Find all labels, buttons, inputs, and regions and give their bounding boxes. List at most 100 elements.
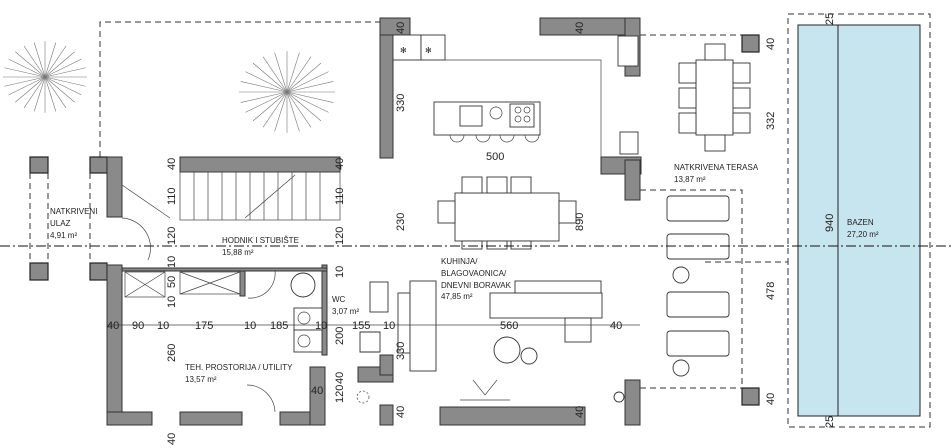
- dimension-label: 175: [195, 320, 213, 332]
- dimension-label: 10: [315, 320, 327, 332]
- dimension-label: 478: [765, 282, 777, 300]
- room-area: 27,20 m²: [847, 230, 879, 239]
- dimension-label: 40: [765, 38, 777, 50]
- dimension-label: 120: [166, 227, 178, 245]
- dimension-label: 40: [574, 406, 586, 418]
- dimension-label: 155: [352, 320, 370, 332]
- tree-branch: [262, 91, 288, 128]
- tree-branch: [286, 62, 322, 93]
- tree-branch: [252, 91, 288, 122]
- tree-branch: [23, 76, 46, 109]
- dimension-label: 40: [574, 22, 586, 34]
- dimensions-vertical: 40 110 120 10 50 10 260 40 40 110 120 10…: [166, 13, 836, 445]
- dimension-label: 120: [334, 227, 346, 245]
- dimension-label: 330: [395, 94, 407, 112]
- room-name: BAZEN: [847, 218, 874, 227]
- room-name: HODNIK I STUBIŠTE: [222, 236, 299, 245]
- dimension-label: 25: [824, 13, 836, 25]
- tree-branch: [8, 58, 46, 78]
- dimension-label: 10: [383, 320, 395, 332]
- room-area: 13,87 m²: [674, 175, 706, 184]
- dimension-label: 200: [334, 327, 346, 345]
- tree-branch: [4, 76, 46, 87]
- tree-branch: [240, 81, 288, 93]
- tree-branch: [286, 81, 334, 93]
- dimension-label: 90: [132, 320, 144, 332]
- tree-branch: [286, 91, 322, 122]
- dimensions-horizontal: 40 90 10 175 10 185 10 155 10 560 40 500…: [107, 151, 622, 397]
- tree-branch: [286, 52, 300, 93]
- room-name: ULAZ: [50, 219, 71, 228]
- room-name: WC: [332, 295, 346, 304]
- dimension-label: 940: [824, 214, 836, 232]
- tree-branch: [44, 42, 57, 78]
- tree-branch: [33, 42, 46, 78]
- tree-branch: [286, 56, 312, 93]
- sofas: [397, 280, 625, 403]
- room-name: NATKRIVENA TERASA: [674, 163, 759, 172]
- dimension-label: 40: [610, 320, 622, 332]
- room-name: DNEVNI BORAVAK: [441, 281, 512, 290]
- dimension-label: 50: [166, 276, 178, 288]
- dimension-label: 40: [107, 320, 119, 332]
- room-name: NATKRIVENI: [50, 207, 97, 216]
- dimension-label: 560: [500, 320, 518, 332]
- tree-branch: [15, 51, 46, 78]
- tree-branch: [44, 76, 67, 109]
- stairs: [121, 171, 341, 221]
- dimension-label: 10: [166, 256, 178, 268]
- tree-branch: [44, 58, 82, 78]
- tree-branch: [286, 91, 300, 132]
- tree-branch: [245, 91, 288, 113]
- tree-branch: [286, 71, 329, 93]
- dimension-label: 40: [166, 433, 178, 445]
- tree-branch: [33, 76, 46, 112]
- room-area: 3,07 m²: [332, 307, 359, 316]
- tree-branch: [44, 45, 67, 78]
- shafts: [124, 271, 241, 298]
- room-area: 15,88 m²: [222, 248, 254, 257]
- dimension-label: 10: [244, 320, 256, 332]
- dimension-label: 332: [765, 112, 777, 130]
- tree-branch: [240, 91, 288, 103]
- dimension-label: 40: [311, 385, 323, 397]
- room-name: TEH. PROSTORIJA / UTILITY: [185, 363, 293, 372]
- svg-text:✻: ✻: [400, 46, 407, 55]
- dimension-label: 185: [270, 320, 288, 332]
- tree-branch: [274, 52, 288, 93]
- tree-branch: [274, 91, 288, 132]
- dimension-label: 10: [334, 266, 346, 278]
- tree-branch: [44, 51, 75, 78]
- room-area: 47,85 m²: [441, 292, 473, 301]
- tree-branch: [8, 76, 46, 96]
- tree-branch: [23, 45, 46, 78]
- tree-icon: [3, 41, 87, 113]
- tree-branch: [44, 76, 75, 103]
- dimension-label: 110: [334, 187, 346, 205]
- dimension-label: 330: [395, 342, 407, 360]
- dimension-label: 40: [334, 158, 346, 170]
- doors: [121, 217, 276, 413]
- dimension-label: 25: [824, 416, 836, 428]
- tree-branch: [262, 56, 288, 93]
- dimension-label: 40: [395, 406, 407, 418]
- dimension-label: 890: [574, 213, 586, 231]
- dimension-label: 10: [157, 320, 169, 332]
- room-name: KUHINJA/: [441, 257, 478, 266]
- dimension-label: 40: [765, 393, 777, 405]
- pillars: [29, 34, 760, 406]
- terrace-furniture: [666, 43, 751, 377]
- kitchen: ✻✻: [392, 34, 639, 157]
- dimension-label: 40: [395, 22, 407, 34]
- dimension-label: 40: [166, 158, 178, 170]
- room-name: BLAGOVAONICA/: [441, 269, 507, 278]
- dining-table: [437, 176, 577, 250]
- tree-branch: [15, 76, 46, 103]
- tree-branch: [44, 76, 82, 96]
- tree-branch: [286, 91, 334, 103]
- walls: [106, 17, 642, 426]
- room-area: 13,57 m²: [185, 375, 217, 384]
- room-area: 4,91 m²: [50, 231, 77, 240]
